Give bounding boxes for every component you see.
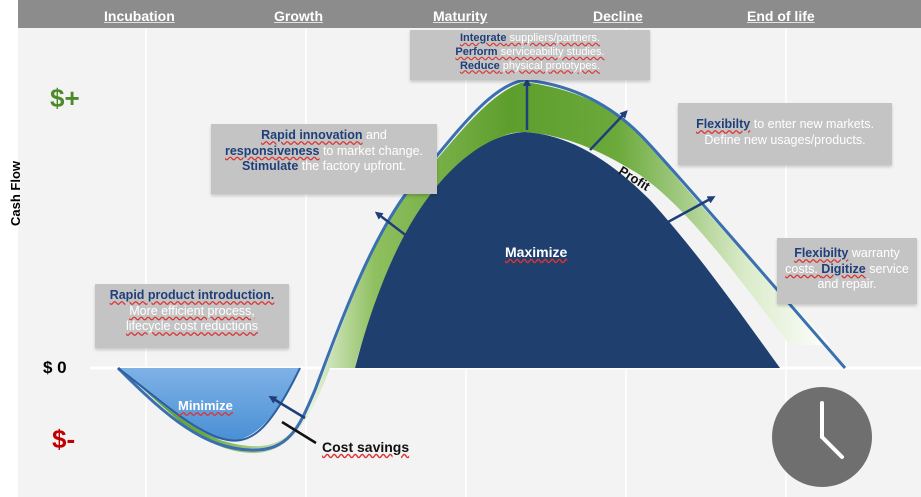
cost-savings-pointer <box>281 420 317 445</box>
annotation-maturity: Integrate suppliers/partners. Perform se… <box>410 30 650 80</box>
growth-l1-rest: and <box>362 128 387 142</box>
clock-icon <box>772 387 872 487</box>
growth-l2-bold: responsiveness <box>224 143 320 158</box>
eol-l3: and repair. <box>817 277 877 292</box>
profit-band <box>118 82 830 454</box>
maturity-l2-bold: Perform <box>455 45 498 58</box>
eol-l1-bold: Flexibilty <box>794 246 849 260</box>
annotation-decline: Flexibilty to enter new markets. Define … <box>678 103 892 165</box>
minimize-label: Minimize <box>178 398 233 413</box>
maturity-l3-rest: physical prototypes. <box>499 59 601 72</box>
minimize-region <box>118 368 300 441</box>
improvement-arrows <box>268 78 716 420</box>
eol-l2-bold: Digitize <box>821 261 866 276</box>
eol-l2-pre: costs. <box>785 261 822 276</box>
growth-l3-rest: the factory upfront. <box>298 159 406 174</box>
phase-growth: Growth <box>274 8 323 24</box>
maturity-l1-bold: Integrate <box>459 32 507 44</box>
phase-maturity: Maturity <box>433 8 488 24</box>
cost-savings-label: Cost savings <box>322 439 410 455</box>
growth-l1-bold: Rapid innovation <box>261 128 363 142</box>
phase-decline: Decline <box>593 8 643 24</box>
maximize-region <box>355 132 780 368</box>
annotation-incubation: Rapid product introduction. More efficie… <box>95 284 289 348</box>
lifecycle-curve-inner <box>117 367 301 442</box>
phase-incubation: Incubation <box>104 8 175 24</box>
phase-header-bar <box>18 0 921 28</box>
growth-l2-rest: to market change. <box>319 143 424 158</box>
axis-y-label: Cash Flow <box>8 160 23 226</box>
maturity-l3-bold: Reduce <box>459 59 500 72</box>
growth-l3-bold: Stimulate <box>242 159 299 174</box>
decline-l1-bold: Flexibilty <box>696 117 751 131</box>
axis-zero-label: $ 0 <box>43 358 67 377</box>
annotation-growth: Rapid innovation and responsiveness to m… <box>211 124 437 194</box>
decline-l1-rest: to enter new markets. <box>750 117 874 131</box>
axis-plus-label: $+ <box>50 83 80 113</box>
phase-end-of-life: End of life <box>747 8 815 24</box>
incubation-l2: More efficient process, <box>129 303 255 318</box>
annotation-end-of-life: Flexibilty warranty costs. Digitize serv… <box>777 238 917 304</box>
maturity-l1-rest: suppliers/partners. <box>506 32 601 44</box>
decline-l2: Define new usages/products. <box>704 132 866 147</box>
incubation-l3: lifecycle cost reductions <box>125 319 258 334</box>
maturity-l2-rest: serviceability studies. <box>497 45 605 58</box>
eol-l2-rest: service <box>865 261 909 276</box>
axis-minus-label: $- <box>52 424 76 454</box>
eol-l1-rest: warranty <box>848 246 900 260</box>
incubation-l1-bold: Rapid product introduction. <box>109 288 275 302</box>
maximize-label: Maximize <box>505 244 568 260</box>
